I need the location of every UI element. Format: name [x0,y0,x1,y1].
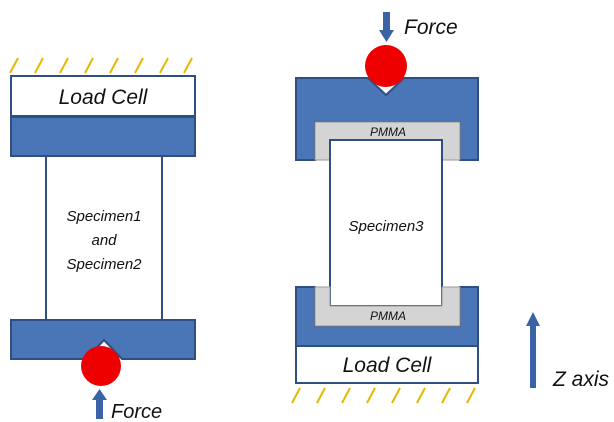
right-specimen-label: Specimen3 [348,218,424,235]
right-top-pmma-label: PMMA [370,125,406,139]
left-force-label: Force [111,401,162,422]
right-force-label: Force [404,16,458,39]
right-load-cell-label: Load Cell [343,354,433,377]
left-load-cell [10,75,196,117]
left-specimen [45,155,163,321]
left-load-cell-label: Load Cell [59,86,149,109]
left-force-ball [81,346,121,386]
left-specimen-label-line2: and [91,232,117,249]
z-axis: Z axis [526,312,610,391]
z-axis-arrow-icon [526,312,540,388]
right-load-cell [295,345,479,384]
right-setup: Force PMMA Specimen3 PMMA Load Cell [291,12,479,404]
right-bottom-support-hatch [291,387,476,404]
left-top-support-hatch [9,57,193,74]
left-specimen-label-line1: Specimen1 [66,208,141,225]
right-force-arrow-icon [379,12,394,42]
left-force-arrow-icon [92,389,107,419]
left-bottom-grip-plate [10,319,196,360]
right-specimen [329,139,443,307]
left-specimen-label-line3: Specimen2 [66,256,142,273]
left-setup: Load Cell Specimen1 and Specimen2 Force [9,57,196,422]
right-bottom-pmma-label: PMMA [370,309,406,323]
left-top-grip-plate [10,116,196,157]
right-bottom-pmma [314,286,461,327]
right-top-grip-plate [295,77,479,161]
right-force-ball [365,45,407,87]
z-axis-label: Z axis [552,368,610,391]
